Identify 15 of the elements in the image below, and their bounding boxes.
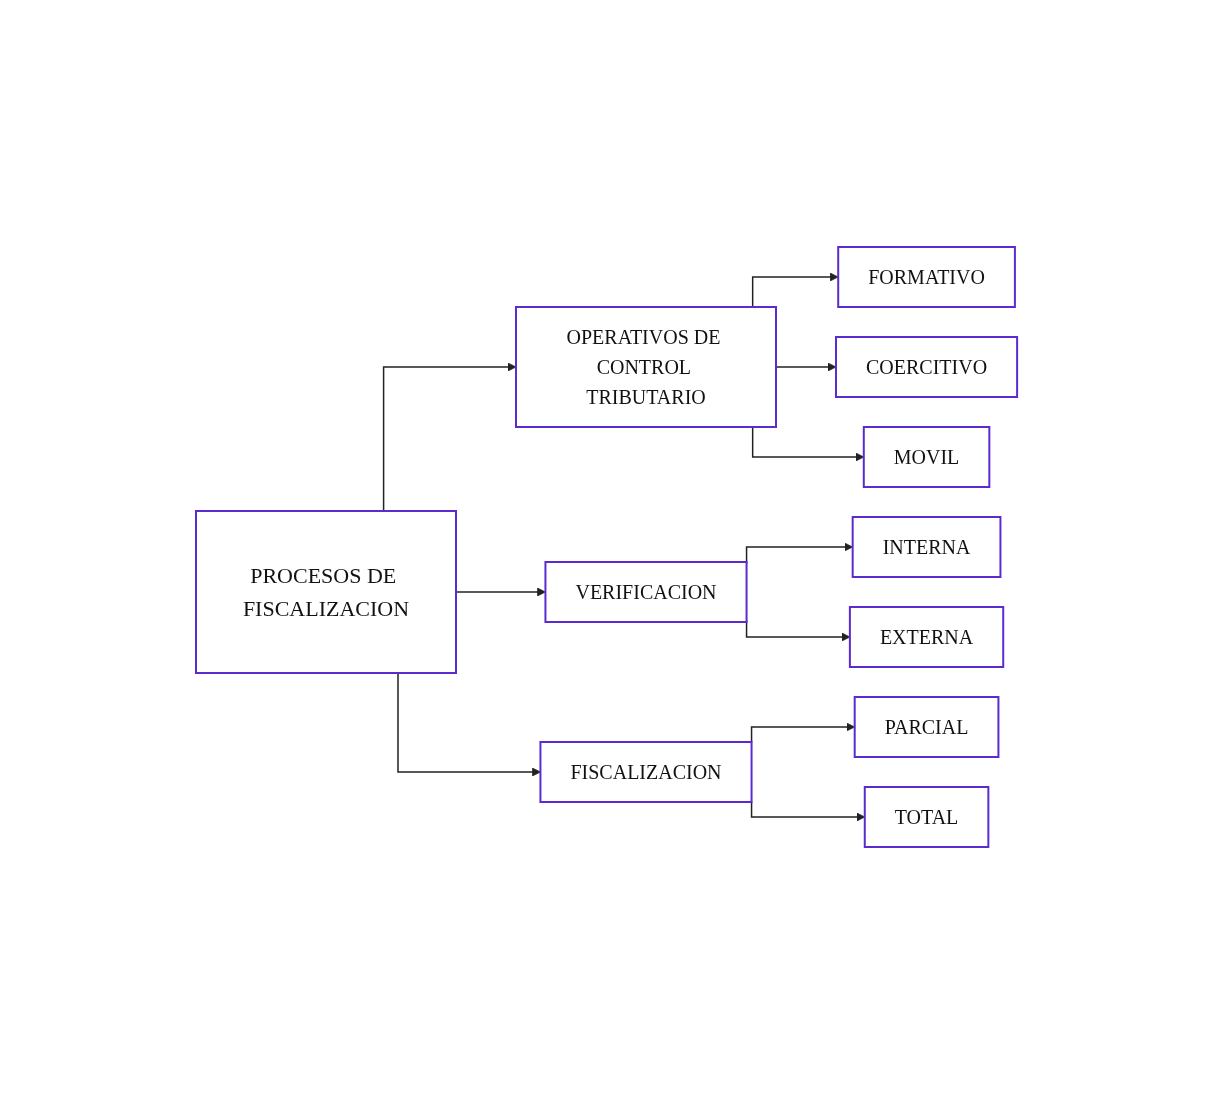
node-box: PARCIAL <box>853 695 1000 758</box>
node-box: INTERNA <box>851 515 1002 578</box>
node-box: FISCALIZACION <box>539 740 753 803</box>
node-box: MOVIL <box>862 425 991 488</box>
node-box: OPERATIVOS DE CONTROL TRIBUTARIO <box>514 305 777 428</box>
arrow <box>751 272 839 308</box>
node-box: COERCITIVO <box>834 335 1019 398</box>
node-box: TOTAL <box>863 785 990 848</box>
node-box: FORMATIVO <box>837 245 1016 308</box>
arrow <box>455 587 546 596</box>
arrow <box>397 671 541 776</box>
arrow <box>745 542 853 564</box>
node-box: EXTERNA <box>848 605 1005 668</box>
node-box: PROCESOS DE FISCALIZACION <box>194 509 457 674</box>
node-box: VERIFICACION <box>544 560 748 623</box>
